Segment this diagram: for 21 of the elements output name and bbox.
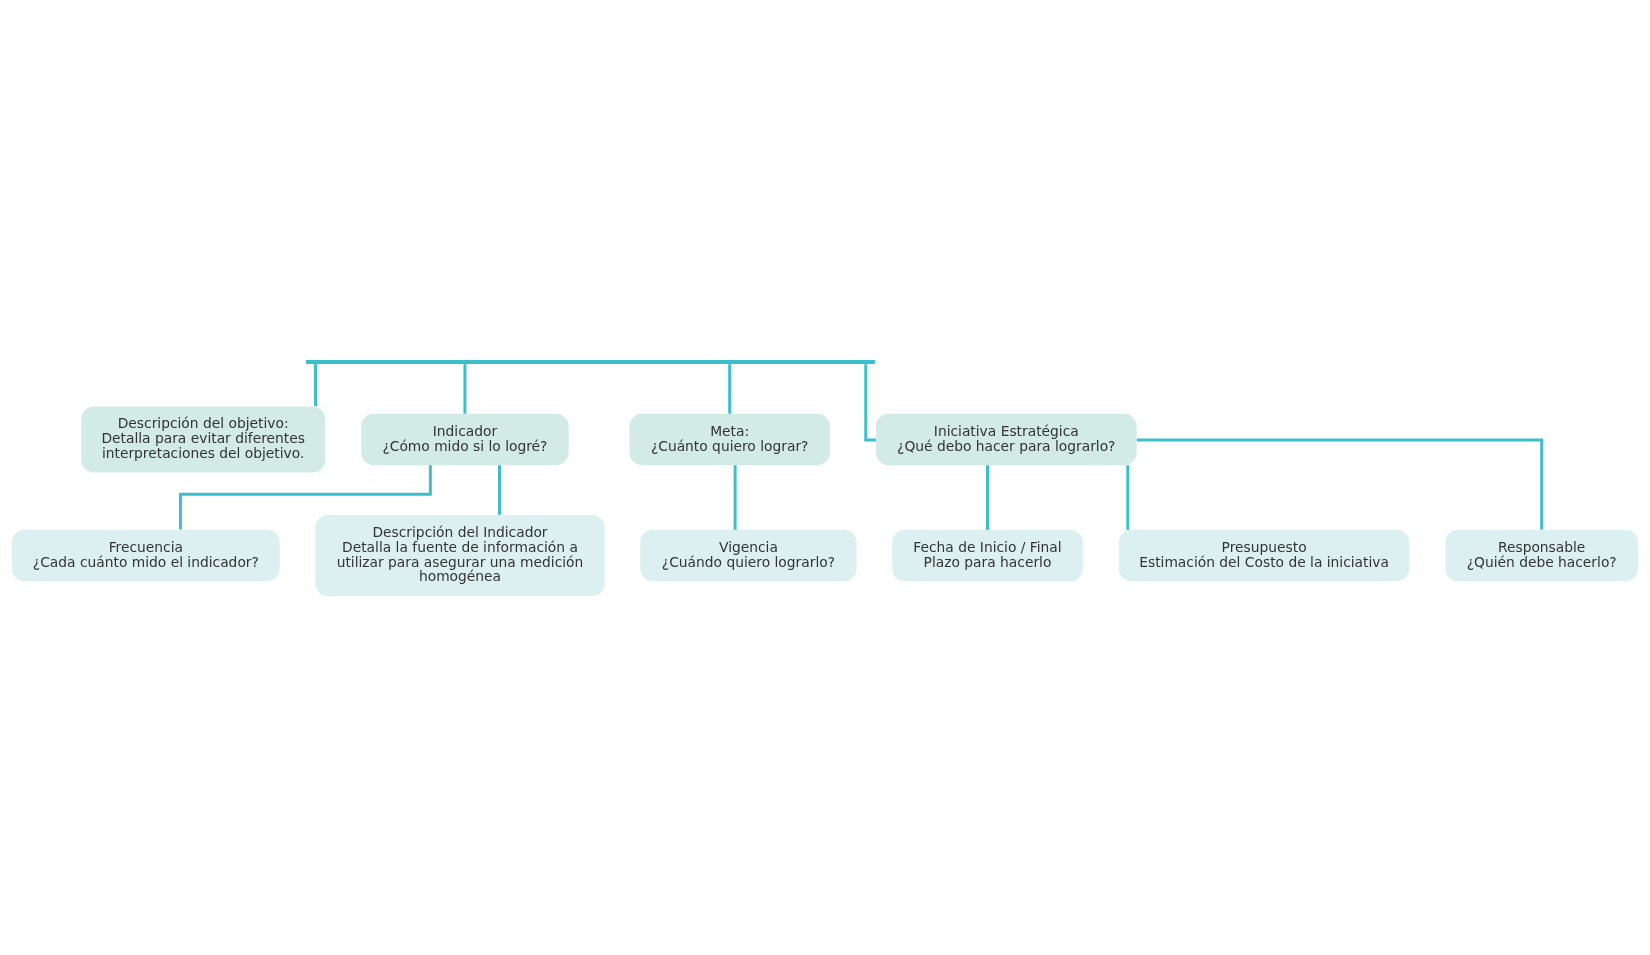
node-box: Descripción del Indicador Detalla la fuente de información a utilizar para asegurar una medición homogénea [315, 514, 605, 596]
connector [463, 363, 467, 414]
connector [1136, 438, 1544, 530]
connector [864, 363, 876, 441]
connector [728, 363, 732, 414]
node-bar [305, 359, 875, 364]
connector [733, 464, 737, 530]
node-box: Meta: ¿Cuánto quiero lograr? [629, 413, 830, 465]
node-box: Presupuesto Estimación del Costo de la iniciativa [1118, 529, 1410, 581]
node-box: Indicador ¿Cómo mido si lo logré? [361, 413, 569, 465]
node-box: Descripción del objetivo: Detalla para evitar diferentes interpretaciones del objetivo. [81, 405, 326, 473]
connector [1126, 464, 1130, 530]
node-box: Iniciativa Estratégica ¿Qué debo hacer para lograrlo? [875, 413, 1137, 465]
connector [314, 363, 317, 406]
node-box: Responsable ¿Quién debe hacerlo? [1445, 529, 1638, 581]
node-box: Frecuencia ¿Cada cuánto mido el indicador? [12, 529, 280, 581]
connector [498, 464, 501, 515]
connector [178, 464, 432, 530]
node-box: Fecha de Inicio / Final Plazo para hacerlo [892, 529, 1083, 581]
connector [986, 464, 989, 530]
node-box: Vigencia ¿Cuándo quiero lograrlo? [640, 529, 857, 581]
